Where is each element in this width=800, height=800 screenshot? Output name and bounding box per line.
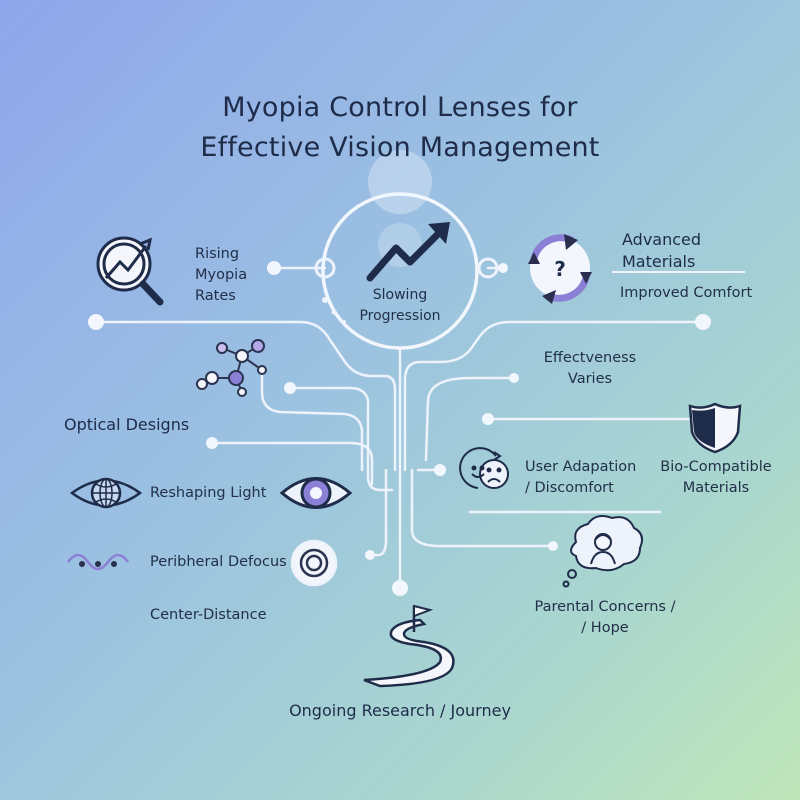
magnifier-chart-icon [96,236,164,306]
user-adaptation-label: User Adapation / Discomfort [525,457,636,499]
rising-line-2: Myopia [195,267,248,283]
center-distance-label: Center-Distance [150,607,267,623]
svg-text:?: ? [554,257,566,281]
rising-myopia-label: Rising Myopia Rates [195,244,247,307]
ongoing-research-label: Ongoing Research / Journey [289,701,511,720]
effectiveness-line-1: Effectveness [543,350,637,366]
center-right-node [477,257,499,279]
parental-concerns-label: Parental Concerns / / Hope [530,597,680,639]
progress-dot-2 [331,309,337,315]
endpoint-dots [88,261,711,596]
reshaping-light-label: Reshaping Light [150,485,267,501]
optical-designs-label: Optical Designs [64,415,190,434]
bio-compatible-label: Bio-Compatible Materials [655,457,777,499]
molecule-network-icon [196,339,267,397]
faces-icon [459,447,509,489]
wave-dots-icon [66,553,130,571]
target-icon [290,539,338,587]
progress-dot-1 [322,297,328,303]
shield-icon [688,402,742,454]
parental-line-2: / Hope [581,620,629,636]
progress-dot-3 [342,320,346,324]
advanced-materials-label: Advanced Materials [622,229,701,273]
user-adaptation-line-2: / Discomfort [525,480,614,496]
peripheral-defocus-label: Peribheral Defocus [150,554,287,570]
advanced-line-1: Advanced [622,230,702,249]
title-line-2: Effective Vision Management [200,132,600,163]
center-label: Slowing Progression [352,285,448,327]
center-left-node [314,257,336,279]
page-title: Myopia Control Lenses for Effective Visi… [0,88,800,168]
effectiveness-line-2: Varies [567,371,613,387]
bio-compatible-line-1: Bio-Compatible [660,459,772,475]
winding-road-flag-icon [363,604,455,688]
trend-up-arrow-icon [366,222,450,282]
center-label-line-2: Progression [359,308,441,324]
rising-line-3: Rates [195,288,236,304]
title-line-1: Myopia Control Lenses for [222,92,578,123]
bio-compatible-line-2: Materials [682,480,750,496]
thought-bubble-person-icon [562,515,643,588]
parental-line-1: Parental Concerns / [534,599,676,615]
center-label-line-1: Slowing [372,287,428,303]
eye-globe-icon [69,477,143,509]
user-adaptation-line-1: User Adapation [525,459,637,475]
center-circle [321,192,479,350]
improved-comfort-label: Improved Comfort [620,285,753,301]
effectiveness-label: Effectveness Varies [530,348,650,390]
rising-line-1: Rising [195,246,240,262]
cycle-question-icon: ? [528,234,592,304]
eye-icon [279,477,353,509]
top-glow-circle [368,150,432,214]
advanced-line-2: Materials [622,252,696,271]
